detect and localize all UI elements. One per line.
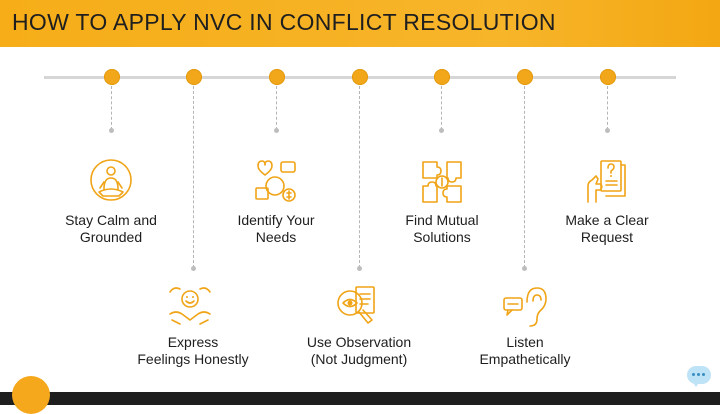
footer-bar [0, 392, 720, 405]
connector-7 [607, 86, 608, 130]
connector-end-5 [439, 128, 444, 133]
chat-bubble-icon[interactable] [687, 366, 711, 387]
connector-6 [524, 86, 525, 268]
connector-end-3 [274, 128, 279, 133]
step-label-6-line2: Empathetically [479, 351, 571, 367]
step-label-6-line1: Listen [506, 334, 544, 350]
connector-end-7 [605, 128, 610, 133]
step-label-4-line2: (Not Judgment) [310, 351, 408, 367]
timeline-dot-4 [352, 69, 368, 85]
magnifier-document-icon [337, 286, 375, 324]
step-label-3-line2: Needs [255, 229, 297, 245]
step-label-5: Find Mutual Solutions [367, 212, 517, 246]
connector-end-1 [109, 128, 114, 133]
connector-5 [441, 86, 442, 130]
step-label-2: Express Feelings Honestly [118, 334, 268, 368]
step-label-1: Stay Calm and Grounded [36, 212, 186, 246]
meditation-icon [90, 159, 132, 201]
step-label-6: Listen Empathetically [450, 334, 600, 368]
chat-dots [692, 373, 706, 377]
timeline-dot-7 [600, 69, 616, 85]
timeline-dot-2 [186, 69, 202, 85]
step-label-7-line2: Request [580, 229, 634, 245]
connector-1 [111, 86, 112, 130]
puzzle-coin-icon [422, 161, 462, 203]
step-label-4-line1: Use Observation [306, 334, 412, 350]
timeline-dot-3 [269, 69, 285, 85]
timeline-dot-1 [104, 69, 120, 85]
title-banner: HOW TO APPLY NVC IN CONFLICT RESOLUTION [0, 0, 720, 47]
request-hand-icon [587, 160, 626, 203]
step-label-1-line2: Grounded [79, 229, 143, 245]
needs-icon [255, 160, 296, 202]
emotions-icon [169, 287, 211, 325]
step-label-7-line1: Make a Clear [565, 212, 649, 228]
timeline-dot-6 [517, 69, 533, 85]
connector-end-4 [357, 266, 362, 271]
connector-end-2 [191, 266, 196, 271]
decorative-circle [12, 376, 50, 414]
step-label-1-line1: Stay Calm and [65, 212, 157, 228]
step-label-5-line1: Find Mutual [405, 212, 479, 228]
step-label-3-line1: Identify Your [237, 212, 315, 228]
connector-4 [359, 86, 360, 268]
timeline-dot-5 [434, 69, 450, 85]
connector-3 [276, 86, 277, 130]
step-label-4: Use Observation (Not Judgment) [284, 334, 434, 368]
step-label-7: Make a Clear Request [532, 212, 682, 246]
connector-end-6 [522, 266, 527, 271]
ear-chat-icon [503, 287, 547, 327]
step-label-3: Identify Your Needs [201, 212, 351, 246]
step-label-5-line2: Solutions [413, 229, 471, 245]
step-label-2-line1: Express [167, 334, 219, 350]
step-label-2-line2: Feelings Honestly [137, 351, 249, 367]
connector-2 [193, 86, 194, 268]
page-title: HOW TO APPLY NVC IN CONFLICT RESOLUTION [12, 9, 556, 35]
